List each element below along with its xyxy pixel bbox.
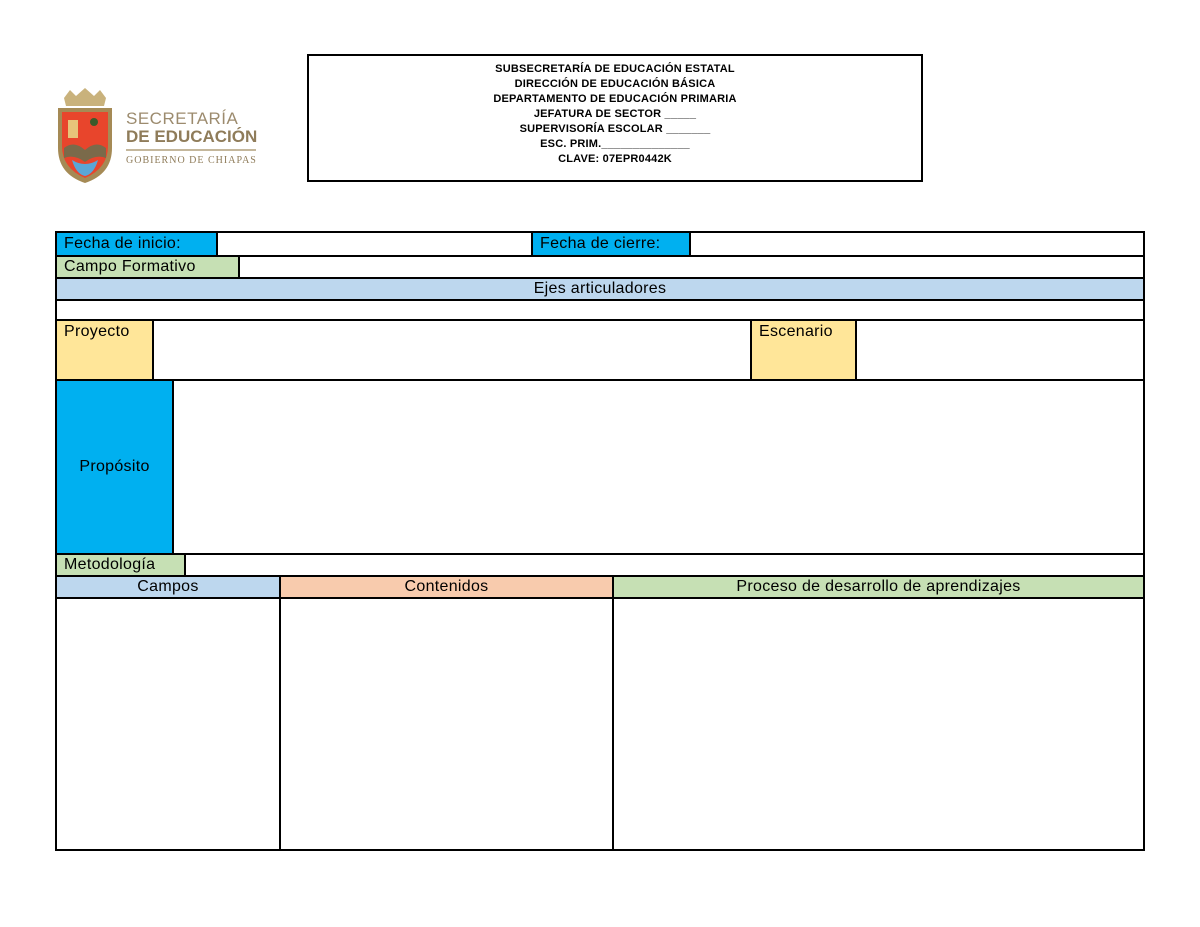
campos-field[interactable] — [57, 599, 279, 849]
campo-formativo-label: Campo Formativo — [57, 257, 238, 277]
header-line-direccion: DIRECCIÓN DE EDUCACIÓN BÁSICA — [514, 78, 716, 90]
proyecto-field[interactable] — [154, 321, 751, 379]
divider — [57, 575, 1143, 577]
metodologia-field[interactable] — [186, 555, 1143, 575]
proposito-label-cell: Propósito — [57, 381, 172, 553]
header-line-subsecretaria: SUBSECRETARÍA DE EDUCACIÓN ESTATAL — [495, 63, 735, 75]
metodologia-label: Metodología — [57, 555, 184, 575]
header-line-departamento: DEPARTAMENTO DE EDUCACIÓN PRIMARIA — [493, 93, 737, 105]
logo-line-de-educacion: DE EDUCACIÓN — [126, 127, 258, 146]
institution-header-box: SUBSECRETARÍA DE EDUCACIÓN ESTATAL DIREC… — [307, 54, 923, 182]
fecha-inicio-field[interactable] — [218, 233, 531, 255]
proceso-desarrollo-field[interactable] — [614, 599, 1143, 849]
divider — [531, 233, 533, 255]
header-line-escuela: ESC. PRIM.______________ — [540, 138, 690, 150]
proyecto-label: Proyecto — [57, 321, 152, 379]
proposito-label: Propósito — [79, 458, 150, 475]
divider — [750, 321, 752, 379]
fecha-inicio-label: Fecha de inicio: — [57, 233, 217, 255]
fecha-cierre-label: Fecha de cierre: — [533, 233, 690, 255]
divider — [57, 319, 1143, 321]
fecha-cierre-field[interactable] — [691, 233, 1143, 255]
divider — [57, 597, 1143, 599]
divider — [612, 577, 614, 849]
contenidos-field[interactable] — [281, 599, 612, 849]
header-line-jefatura: JEFATURA DE SECTOR _____ — [533, 108, 697, 120]
divider — [238, 257, 240, 277]
divider — [57, 255, 1143, 257]
header-line-supervisoria: SUPERVISORÍA ESCOLAR _______ — [519, 123, 711, 135]
divider — [172, 379, 174, 553]
logo-line-secretaria: SECRETARÍA — [126, 109, 239, 128]
divider — [855, 321, 857, 379]
campo-formativo-field[interactable] — [240, 257, 1143, 277]
divider — [184, 555, 186, 575]
secretaria-educacion-logo: SECRETARÍA DE EDUCACIÓN GOBIERNO DE CHIA… — [54, 88, 259, 186]
divider — [57, 379, 1143, 381]
column-header-contenidos: Contenidos — [281, 577, 612, 597]
chiapas-coat-of-arms-icon — [58, 88, 112, 183]
divider — [152, 321, 154, 379]
divider — [57, 553, 1143, 555]
divider — [689, 233, 691, 255]
logo-line-gobierno: GOBIERNO DE CHIAPAS — [126, 155, 257, 166]
divider — [57, 277, 1143, 279]
planning-form: Fecha de inicio: Fecha de cierre: Campo … — [55, 231, 1145, 851]
divider — [279, 577, 281, 849]
divider — [57, 299, 1143, 301]
proposito-field[interactable] — [174, 381, 1143, 553]
divider — [216, 233, 218, 255]
column-header-proceso: Proceso de desarrollo de aprendizajes — [614, 577, 1143, 597]
column-header-campos: Campos — [57, 577, 279, 597]
escenario-label: Escenario — [752, 321, 855, 379]
ejes-articuladores-header: Ejes articuladores — [57, 279, 1143, 299]
logo-divider — [126, 149, 256, 151]
header-line-clave: CLAVE: 07EPR0442K — [558, 153, 672, 165]
escenario-field[interactable] — [857, 321, 1143, 379]
ejes-articuladores-field[interactable] — [57, 301, 1143, 319]
